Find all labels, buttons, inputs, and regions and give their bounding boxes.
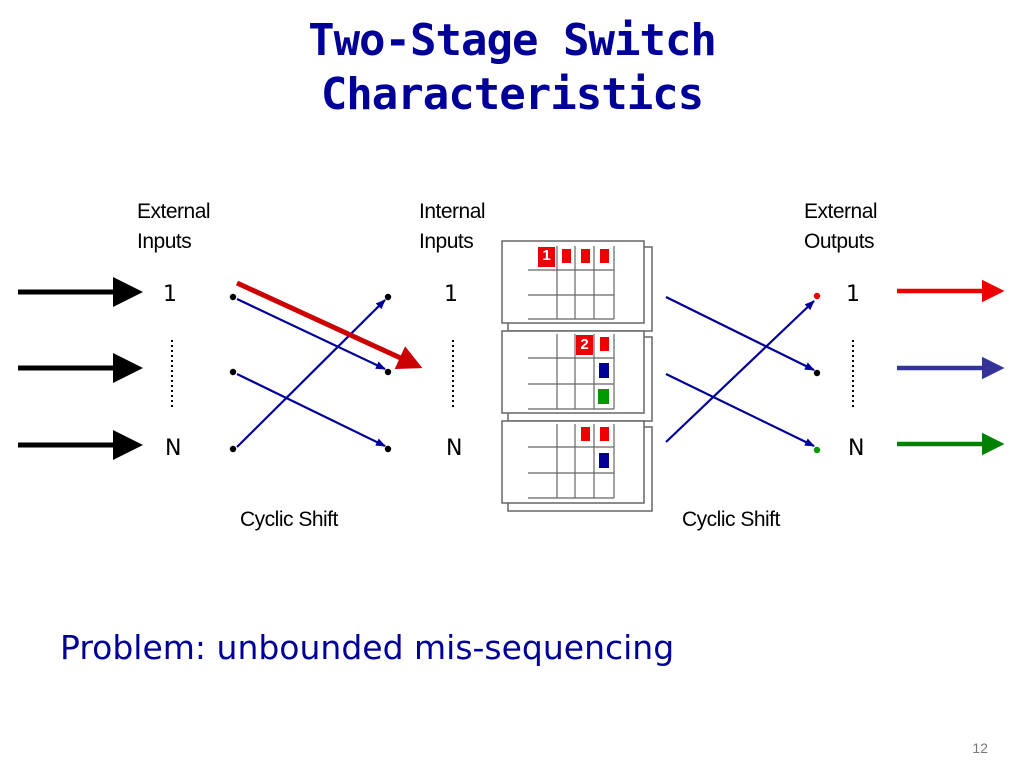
output-dot-2 [813,369,821,377]
internal-port-n: N [446,436,463,461]
stage2-wire-1-to-2 [665,296,815,371]
output-port-1: 1 [846,282,860,307]
output-port-n: N [848,436,865,461]
voq-buffer-1 [501,240,653,332]
output-dot-1 [813,292,821,300]
title-line-1: Two-Stage Switch [308,15,717,66]
cyclic-shift-label-stage1: Cyclic Shift [240,508,338,531]
title-line-2: Characteristics [320,69,704,120]
stage1-wire-1-to-2 [236,298,386,370]
stage1-wire-n-to-1 [236,299,386,448]
voq-buffer-2 [501,330,653,422]
stage2-wire-n-to-1 [665,300,815,443]
stage1-left-dot-1 [229,293,237,301]
stage1-right-dot-2 [384,368,392,376]
stage1-left-dot-2 [229,368,237,376]
external-outputs-label: External Outputs [804,200,878,253]
input-port-1: 1 [163,282,177,307]
internal-port-1: 1 [444,282,458,307]
packet-path-arrow [235,280,423,370]
stage1-right-dot-1 [384,293,392,301]
slide-title: Two-Stage Switch Characteristics [0,14,1024,122]
stage1-right-dot-n [384,445,392,453]
cell-1-label: 1 [542,247,551,264]
stage1-wire-2-to-n [236,373,386,447]
internal-inputs-label: Internal Inputs [419,200,486,253]
stage1-left-dot-n [229,445,237,453]
problem-statement: Problem: unbounded mis-sequencing [60,628,675,667]
external-inputs-label: External Inputs [137,200,211,253]
input-port-n: N [165,436,182,461]
cyclic-shift-label-stage2: Cyclic Shift [682,508,780,531]
cell-2-label: 2 [580,336,589,353]
voq-buffer-3 [501,420,653,512]
page-number: 12 [972,740,988,756]
stage2-wire-2-to-n [665,373,815,447]
output-dot-n [813,446,821,454]
